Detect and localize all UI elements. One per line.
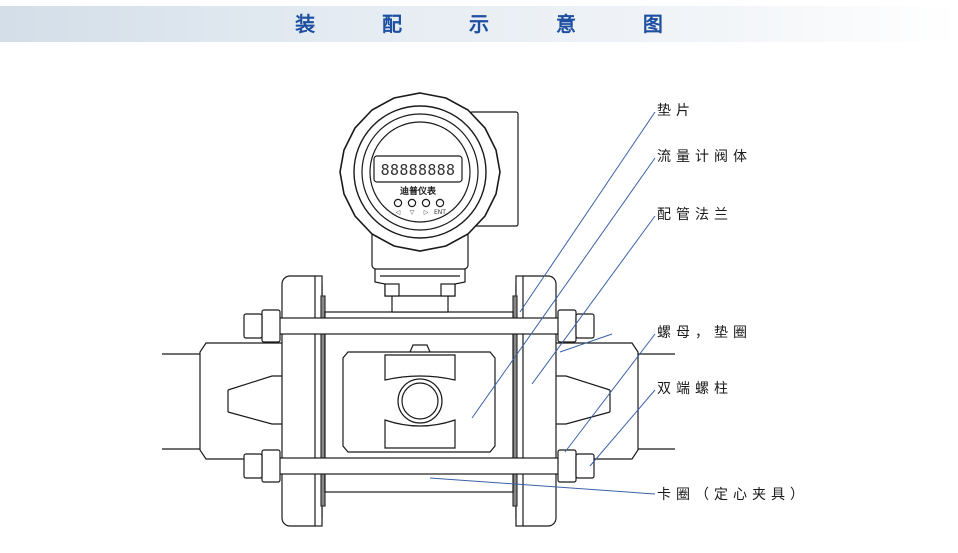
label-gasket: 垫片 (657, 103, 695, 119)
label-meter-body: 流量计阀体 (657, 149, 752, 165)
page-title: 装 配 示 意 图 (295, 12, 693, 36)
down-button (407, 198, 417, 208)
lcd-digits: 88888888 (381, 161, 456, 179)
enter-button (435, 198, 445, 208)
label-stud: 双端螺柱 (657, 381, 733, 397)
leader-clamp (429, 477, 656, 495)
brand-text: 迪普仪表 (400, 185, 437, 197)
right-button (421, 198, 431, 208)
title-bar: 装 配 示 意 图 (0, 6, 958, 42)
leader-nut-washer-2 (559, 333, 613, 353)
nut-washer-right (557, 309, 595, 483)
label-nut-washer: 螺母，垫圈 (657, 325, 752, 341)
leader-meter-body (471, 157, 656, 419)
clamp-ring (249, 457, 589, 475)
pipe-left (162, 353, 203, 450)
leader-pipe-flange (531, 215, 656, 385)
leader-stud (589, 389, 656, 467)
left-button (393, 198, 403, 208)
down-button-label: ▽ (410, 209, 415, 216)
pipe-right (634, 353, 675, 450)
leader-gasket (519, 111, 656, 313)
label-clamp: 卡圈（定心夹具） (657, 487, 809, 503)
meter-neck (374, 265, 466, 313)
left-pipe-flange (199, 275, 323, 527)
enter-button-label: ENT (434, 209, 446, 216)
left-button-label: ◁ (396, 209, 401, 216)
label-pipe-flange: 配管法兰 (657, 207, 733, 223)
lcd-display (373, 155, 463, 183)
leader-lines (429, 111, 656, 495)
leader-nut-washer-1 (564, 333, 656, 453)
right-button-label: ▷ (424, 209, 429, 216)
nut-washer-left (243, 309, 281, 483)
button-row (393, 198, 445, 208)
